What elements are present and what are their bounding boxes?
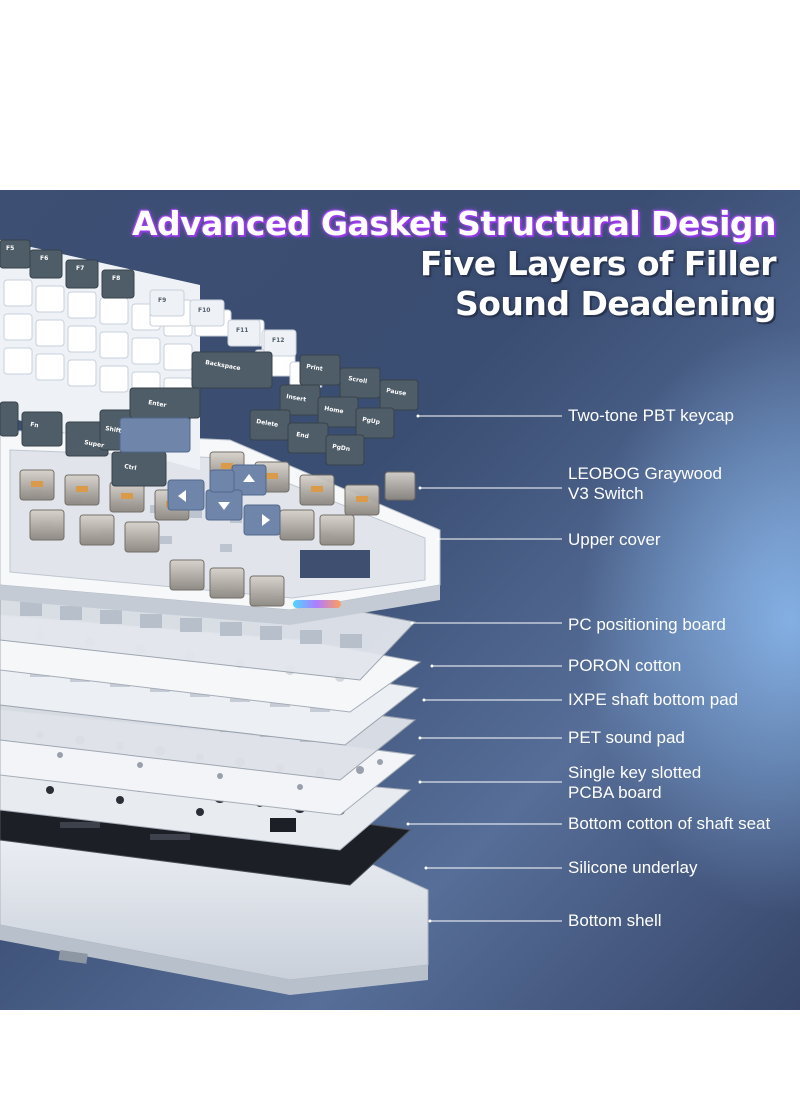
- callout-bottom-shell: Bottom shell: [568, 911, 662, 930]
- key-f11-label: F11: [236, 327, 248, 334]
- key-f10-label: F10: [198, 307, 210, 314]
- key-shift-label: Shift: [105, 425, 122, 435]
- key-f9-label: F9: [158, 297, 166, 304]
- key-scroll-label: Scroll: [348, 375, 368, 385]
- key-pgup-label: PgUp: [362, 416, 381, 426]
- key-ctrl-label: Ctrl: [124, 463, 137, 472]
- callout-pet-pad: PET sound pad: [568, 728, 685, 747]
- exploded-view-panel: F5 F6 F7 F8 Backspace Enter Shift Super …: [0, 190, 800, 1010]
- callout-pcba-board: Single key slotted PCBA board: [568, 763, 702, 802]
- headline-line-2: Five Layers of Filler: [420, 244, 776, 283]
- key-f7-label: F7: [76, 265, 84, 272]
- key-f12-label: F12: [272, 337, 284, 344]
- switches-layer: [19, 451, 416, 607]
- callout-upper-cover: Upper cover: [568, 530, 661, 549]
- callout-pc-board: PC positioning board: [568, 615, 726, 634]
- keyboard-exploded-illustration: F5 F6 F7 F8 Backspace Enter Shift Super …: [0, 239, 562, 995]
- callout-keycap: Two-tone PBT keycap: [568, 406, 734, 425]
- callout-poron-cotton: PORON cotton: [568, 656, 682, 675]
- key-print-label: Print: [306, 363, 324, 373]
- key-fn-label: Fn: [30, 421, 39, 429]
- key-pgdn-label: PgDn: [332, 443, 351, 453]
- callout-silicone-underlay: Silicone underlay: [568, 858, 698, 877]
- key-f6-label: F6: [40, 255, 48, 262]
- leader-lines: [408, 415, 562, 922]
- key-enter-label: Enter: [148, 399, 167, 409]
- key-pause-label: Pause: [386, 387, 407, 397]
- key-delete-label: Delete: [256, 418, 279, 429]
- key-end-label: End: [296, 431, 310, 440]
- callout-bottom-cotton: Bottom cotton of shaft seat: [568, 814, 771, 833]
- headline-line-1: Advanced Gasket Structural Design: [131, 204, 777, 243]
- headline-line-3: Sound Deadening: [454, 284, 777, 323]
- led-strip: [293, 600, 341, 608]
- key-f5-label: F5: [6, 245, 14, 252]
- callout-switch: LEOBOG Graywood V3 Switch: [568, 464, 723, 503]
- keycaps-layer: [0, 239, 419, 536]
- key-f8-label: F8: [112, 275, 120, 282]
- callout-ixpe-pad: IXPE shaft bottom pad: [568, 690, 739, 709]
- key-home-label: Home: [324, 405, 344, 415]
- key-insert-label: Insert: [286, 393, 307, 403]
- key-super-label: Super: [84, 439, 105, 449]
